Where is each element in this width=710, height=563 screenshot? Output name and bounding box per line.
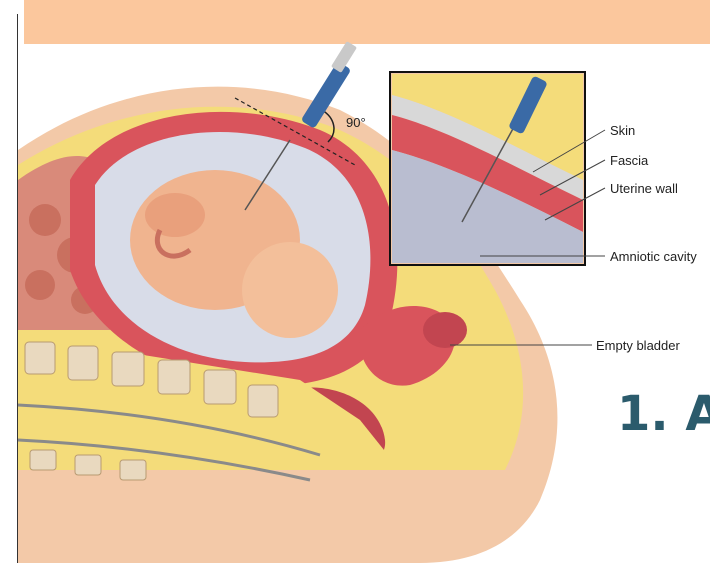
bladder [423,312,467,348]
label-amniotic-cavity: Amniotic cavity [610,249,697,264]
label-skin: Skin [610,123,635,138]
slide-heading: 1. A [617,386,710,442]
fetus-head [242,242,338,338]
angle-label: 90° [346,115,366,130]
label-fascia: Fascia [610,153,648,168]
label-uterine-wall: Uterine wall [610,181,678,196]
inset-detail [390,72,585,265]
label-empty-bladder: Empty bladder [596,338,680,353]
